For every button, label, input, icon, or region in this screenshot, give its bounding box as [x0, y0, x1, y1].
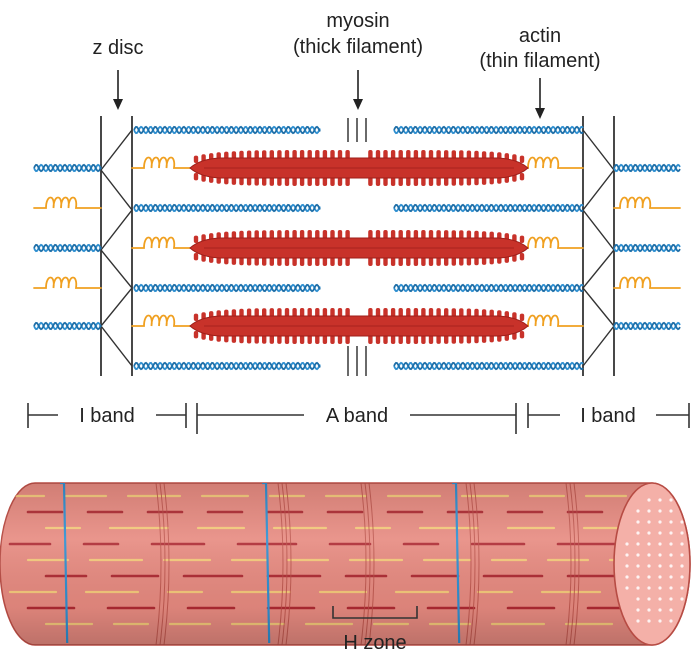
actin-sublabel: (thin filament) — [479, 50, 600, 72]
actin-filament-left — [133, 203, 321, 213]
actin-filament-left — [133, 361, 321, 371]
band-scale: I band A band I band — [27, 403, 690, 434]
actin-filament-left — [133, 283, 321, 293]
titin-spring — [521, 236, 584, 249]
actin-filament-right — [393, 283, 584, 293]
actin-filament-right — [393, 203, 584, 213]
actin-filament-outer-left — [33, 321, 102, 331]
titin-spring — [613, 196, 681, 209]
i-band-left-label: I band — [79, 405, 135, 427]
a-band-label: A band — [326, 405, 388, 427]
actin-filament-right — [393, 361, 584, 371]
titin-spring — [131, 236, 197, 249]
actin-filament-left — [133, 125, 321, 135]
actin-filament-outer-right — [613, 243, 681, 253]
fiber-end-cap — [613, 482, 691, 646]
actin-filament-outer-right — [613, 321, 681, 331]
sarcomere-lattice — [33, 116, 681, 376]
myosin-thick-filament — [189, 230, 529, 266]
titin-spring — [521, 156, 584, 169]
actin-filament-outer-left — [33, 243, 102, 253]
a-band-bracket — [196, 403, 517, 434]
m-line — [347, 118, 367, 376]
actin-arrow — [535, 78, 545, 119]
myosin-arrow — [353, 70, 363, 110]
actin-filament-right — [393, 125, 584, 135]
fiber-shading — [0, 483, 690, 645]
actin-filament-outer-right — [613, 163, 681, 173]
actin-label: actin — [519, 25, 561, 47]
i-band-left-bracket — [27, 403, 187, 428]
myosin-label: myosin — [326, 10, 389, 32]
muscle-fiber — [0, 482, 691, 646]
i-band-right-bracket — [527, 403, 690, 428]
z-disc-right — [582, 116, 615, 376]
h-zone-bracket — [332, 606, 418, 619]
z-disc-left — [100, 116, 133, 376]
titin-spring — [521, 314, 584, 327]
myosin-thick-filament — [189, 308, 529, 344]
z-disc-label: z disc — [92, 37, 143, 59]
i-band-right-label: I band — [580, 405, 636, 427]
actin-filament-outer-left — [33, 163, 102, 173]
z-disc-arrow — [113, 70, 123, 110]
titin-spring — [613, 276, 681, 289]
titin-spring — [131, 156, 197, 169]
fiber-myofibrils — [0, 483, 690, 645]
myosin-sublabel: (thick filament) — [293, 36, 423, 58]
titin-spring — [131, 314, 197, 327]
titin-spring — [33, 196, 102, 209]
titin-spring — [33, 276, 102, 289]
myosin-thick-filament — [189, 150, 529, 186]
h-zone-label: H zone — [343, 632, 406, 654]
